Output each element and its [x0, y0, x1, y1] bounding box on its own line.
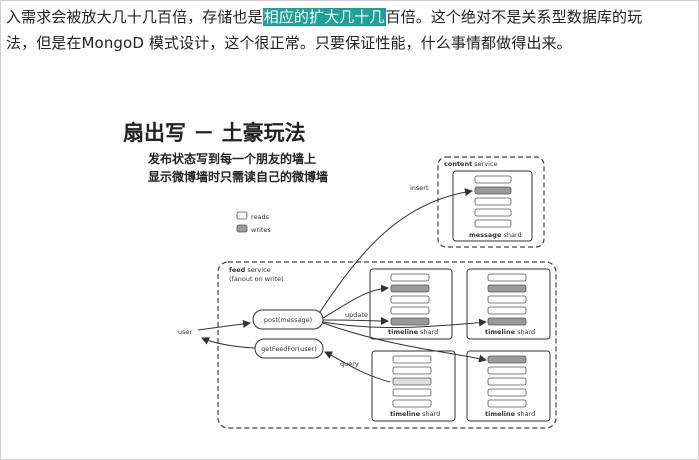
- timeline-shard-3-rows: [392, 355, 432, 408]
- message-shard-rows: [474, 175, 512, 228]
- update-arrow-3: [322, 318, 487, 328]
- update-arrow-4: [322, 322, 487, 363]
- article-text: 入需求会被放大几十几百倍，存储也是: [6, 8, 263, 26]
- get-to-user-arrow: [201, 337, 256, 349]
- message-shard-label: message shard: [469, 231, 522, 239]
- highlighted-text: 相应的扩大几十几: [262, 8, 386, 26]
- user-label: user: [178, 328, 193, 336]
- timeline-shard-box-1: [369, 268, 453, 340]
- diagram-svg: 扇出写 － 土豪玩法 发布状态写到每一个朋友的墙上 显示微博墙时只需读自己的微博…: [123, 121, 557, 429]
- query-arrow: [324, 351, 391, 383]
- article-paragraph: 入需求会被放大几十几百倍，存储也是相应的扩大几十几百倍。这个绝对不是关系型数据库…: [6, 4, 696, 56]
- get-feed-node: [254, 338, 324, 359]
- diagram-subtitle-2: 显示微博墙时只需读自己的微博墙: [148, 169, 328, 184]
- feed-service-subtitle: (fanout on write): [229, 275, 284, 283]
- article-line-2: 法，但是在MongoD 模式设计，这个很正常。只要保证性能，什么事情都做得出来。: [6, 34, 572, 52]
- update-arrow-1: [322, 284, 389, 319]
- timeline-shard-4-label: timeline shard: [485, 410, 535, 418]
- query-label: query: [340, 360, 359, 368]
- content-service-label: content service: [444, 160, 498, 168]
- legend-reads-swatch: [236, 211, 248, 220]
- content-service-box: [437, 156, 545, 248]
- get-feed-label: getFeedFor(user): [261, 345, 317, 353]
- legend-reads-label: reads: [251, 213, 270, 221]
- article-line-1: 入需求会被放大几十几百倍，存储也是相应的扩大几十几百倍。这个绝对不是关系型数据库…: [6, 4, 696, 30]
- timeline-shard-4-rows: [487, 355, 527, 408]
- update-arrow-2: [322, 316, 389, 325]
- timeline-shard-2-rows: [487, 273, 527, 326]
- feed-service-label: feed service: [229, 266, 271, 274]
- legend-writes-label: writes: [251, 226, 271, 234]
- timeline-shard-2-label: timeline shard: [485, 328, 535, 336]
- fanout-diagram: 扇出写 － 土豪玩法 发布状态写到每一个朋友的墙上 显示微博墙时只需读自己的微博…: [120, 112, 560, 430]
- timeline-shard-1-label: timeline shard: [388, 328, 438, 336]
- diagram-title: 扇出写 － 土豪玩法: [123, 121, 306, 145]
- legend-writes-swatch: [236, 224, 248, 233]
- diagram-subtitle-1: 发布状态写到每一个朋友的墙上: [147, 151, 316, 166]
- insert-label: insert: [410, 184, 429, 192]
- article-text: 百倍。这个绝对不是关系型数据库的玩: [385, 8, 643, 26]
- timeline-shard-3-label: timeline shard: [390, 410, 440, 418]
- update-label: update: [345, 311, 368, 319]
- post-message-label: post(message): [264, 316, 312, 324]
- user-to-post-arrow: [197, 319, 251, 331]
- insert-arrow: [319, 188, 473, 313]
- timeline-shard-1-rows: [390, 273, 430, 326]
